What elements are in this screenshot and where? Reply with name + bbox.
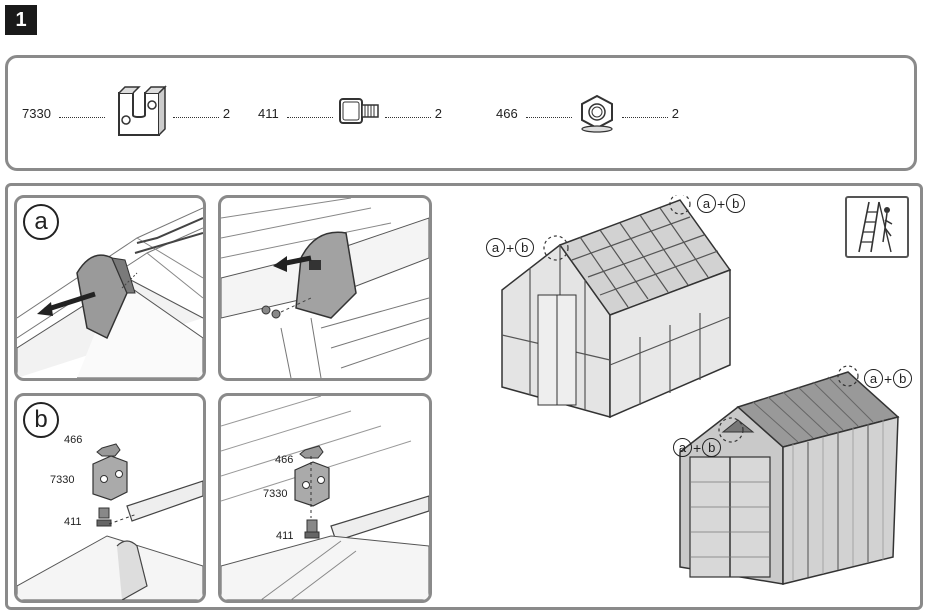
ladder-icon (845, 196, 909, 258)
label-bracket: 7330 (50, 474, 75, 486)
part-qty: 2 (222, 105, 231, 121)
callout-a-plus-b: a+b (673, 438, 722, 457)
u-bracket-icon (109, 83, 169, 143)
part-qty: 2 (671, 105, 679, 121)
step-number-badge: 1 (5, 5, 37, 35)
panel-b-exploded-view: b 466 7330 411 (14, 393, 206, 603)
part-qty: 2 (434, 105, 442, 121)
step-a-marker: a (23, 204, 59, 240)
part-466: 466 2 (496, 58, 679, 168)
label-bolt: 411 (276, 530, 294, 542)
square-bolt-icon (337, 95, 381, 131)
cap-removal-illustration (17, 207, 203, 378)
panel-a-remove-bolts (218, 195, 432, 381)
leader-dots (525, 116, 572, 118)
leader-dots (172, 116, 219, 118)
leader-dots (58, 116, 105, 118)
callout-a-plus-b: a+b (486, 238, 535, 257)
part-7330: 7330 2 (22, 58, 230, 168)
panel-a-remove-cap: a (14, 195, 206, 381)
leader-dots (384, 116, 431, 118)
callout-a-plus-b: a+b (697, 194, 746, 213)
part-411: 411 2 (258, 58, 442, 168)
part-code: 466 (496, 105, 518, 121)
hex-nut-icon (576, 93, 618, 133)
shed-icon (668, 362, 908, 592)
leader-dots (621, 116, 668, 118)
part-code: 411 (258, 105, 279, 121)
bolt-removal-illustration (221, 198, 429, 378)
bracket-install-illustration (221, 396, 429, 600)
label-bracket: 7330 (263, 488, 288, 500)
leader-dots (286, 116, 333, 118)
panel-b-installed-view: 466 7330 411 (218, 393, 432, 603)
callout-a-plus-b: a+b (864, 369, 913, 388)
label-bolt: 411 (64, 516, 82, 528)
greenhouse-icon (490, 195, 740, 425)
label-nut: 466 (275, 454, 294, 466)
instruction-area (5, 183, 923, 610)
label-nut: 466 (64, 434, 83, 446)
step-b-marker: b (23, 402, 59, 438)
bracket-assembly-illustration (17, 443, 203, 600)
parts-list: 7330 2 411 2 (5, 55, 917, 171)
part-code: 7330 (22, 105, 51, 121)
